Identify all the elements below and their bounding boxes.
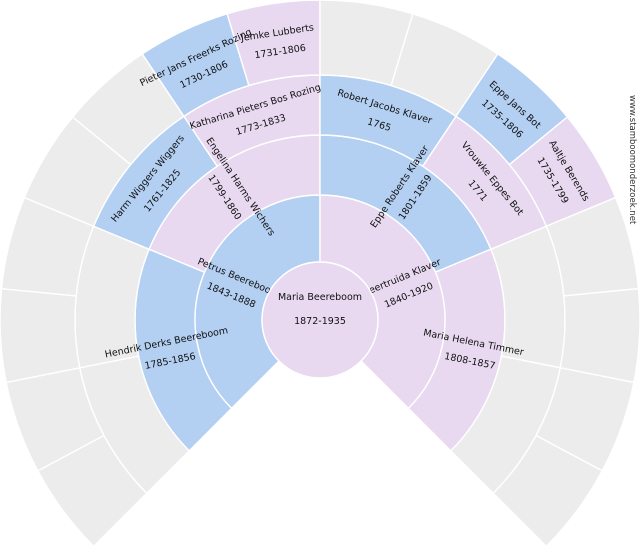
empty-ancestor-segment: [492, 434, 604, 548]
root-person-name: Maria Beereboom: [278, 292, 362, 303]
site-watermark: www.stamboomonderzoek.net: [627, 95, 637, 225]
empty-ancestor-segment: [559, 287, 640, 384]
root-person-years: 1872-1935: [294, 316, 346, 327]
empty-ancestor-segment: [0, 287, 81, 384]
root-person-circle[interactable]: [261, 261, 379, 379]
